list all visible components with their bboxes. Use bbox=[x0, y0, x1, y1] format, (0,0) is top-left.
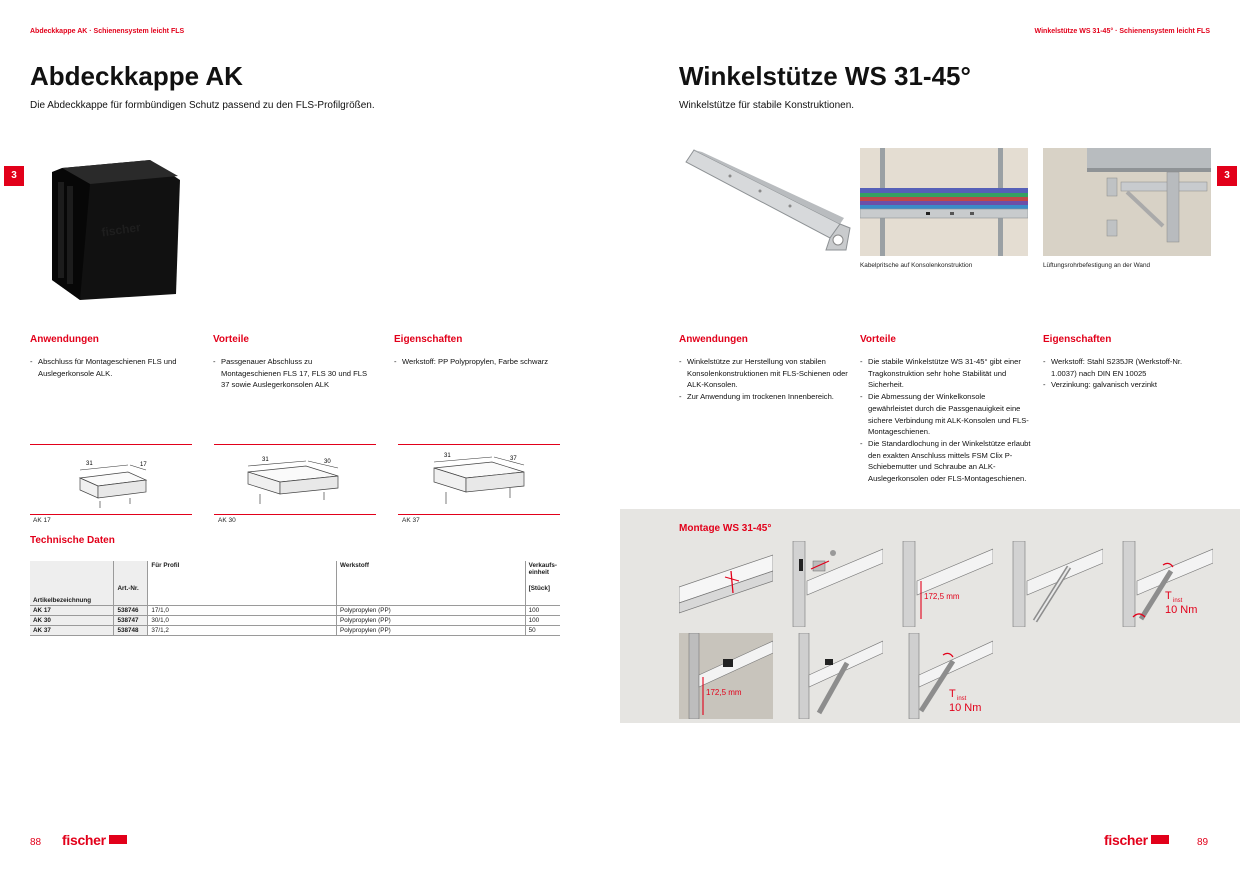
svg-text:T: T bbox=[1165, 590, 1172, 602]
dim-b: 37 bbox=[510, 456, 517, 462]
divider bbox=[214, 444, 376, 445]
page-subtitle: Winkelstütze für stabile Konstruktionen. bbox=[679, 100, 855, 111]
drawing-ak17: 31 17 bbox=[78, 461, 147, 508]
dim-b: 17 bbox=[140, 462, 147, 468]
list-item: Die stabile Winkelstütze WS 31-45° gibt … bbox=[860, 356, 1032, 391]
drawing-label: AK 30 bbox=[218, 517, 236, 524]
dim-b: 30 bbox=[324, 459, 331, 465]
page-subtitle: Die Abdeckkappe für formbündigen Schutz … bbox=[30, 100, 375, 111]
list-eigenschaften: Werkstoff: Stahl S235JR (Werkstoff-Nr. 1… bbox=[1043, 356, 1209, 391]
svg-text:T: T bbox=[949, 688, 956, 700]
drawing-ak30: 31 30 bbox=[247, 457, 339, 504]
svg-text:fischer: fischer bbox=[101, 220, 142, 239]
svg-text:10 Nm: 10 Nm bbox=[1165, 604, 1197, 616]
divider bbox=[398, 514, 560, 515]
svg-text:inst: inst bbox=[957, 696, 967, 702]
montage-step-5: T inst 10 Nm bbox=[1122, 541, 1213, 627]
page-title: Abdeckkappe AK bbox=[30, 61, 243, 91]
montage-panel: Montage WS 31-45° 172,5 mm bbox=[620, 509, 1240, 723]
divider bbox=[214, 514, 376, 515]
list-item: Die Standardlochung in der Winkelstütze … bbox=[860, 438, 1032, 485]
list-anwendungen: Winkelstütze zur Herstellung von stabile… bbox=[679, 356, 853, 403]
dimension-label: 172,5 mm bbox=[924, 592, 960, 601]
col-header-werkstoff: Werkstoff bbox=[336, 561, 526, 577]
fischer-logo: fischer bbox=[1104, 832, 1169, 850]
fish-icon bbox=[108, 835, 127, 844]
list-eigenschaften: Werkstoff: PP Polypropylen, Farbe schwar… bbox=[394, 356, 554, 368]
angle-bracket-photo bbox=[685, 149, 851, 251]
table-row: AK 17 538746 17/1,0 Polypropylen (PP) 10… bbox=[30, 605, 560, 616]
list-item: Zur Anwendung im trockenen Innenbereich. bbox=[679, 391, 853, 403]
montage-step-1 bbox=[679, 554, 773, 614]
list-vorteile: Die stabile Winkelstütze WS 31-45° gibt … bbox=[860, 356, 1032, 485]
heading-vorteile: Vorteile bbox=[213, 334, 249, 345]
drawing-ak37: 31 37 bbox=[433, 453, 525, 504]
col-header-artnr: Art.-Nr. bbox=[113, 577, 148, 593]
list-item: Werkstoff: Stahl S235JR (Werkstoff-Nr. 1… bbox=[1043, 356, 1209, 379]
col-header-profil: Für Profil bbox=[147, 561, 337, 577]
list-anwendungen: Abschluss für Montageschienen FLS und Au… bbox=[30, 356, 200, 379]
svg-text:172,5 mm: 172,5 mm bbox=[706, 688, 742, 697]
col-header-stueck: [Stück] bbox=[524, 577, 560, 593]
page-title: Winkelstütze WS 31-45° bbox=[679, 61, 971, 91]
montage-heading: Montage WS 31-45° bbox=[679, 523, 772, 534]
running-head: Abdeckkappe AK · Schienensystem leicht F… bbox=[30, 28, 185, 35]
tech-data-table: Für Profil Werkstoff Verkaufs-einheit Ar… bbox=[30, 561, 560, 636]
montage-step-4 bbox=[1012, 541, 1103, 627]
heading-anwendungen: Anwendungen bbox=[679, 334, 748, 345]
left-page: Abdeckkappe AK · Schienensystem leicht F… bbox=[0, 0, 620, 876]
heading-vorteile: Vorteile bbox=[860, 334, 896, 345]
photo-caption: Lüftungsrohrbefestigung an der Wand bbox=[1043, 262, 1151, 269]
list-vorteile: Passgenauer Abschluss zu Montageschienen… bbox=[213, 356, 373, 391]
table-row: AK 30 538747 30/1,0 Polypropylen (PP) 10… bbox=[30, 615, 560, 626]
montage-step-6: 172,5 mm bbox=[679, 633, 773, 719]
page-number: 89 bbox=[1197, 837, 1209, 848]
list-item: Werkstoff: PP Polypropylen, Farbe schwar… bbox=[394, 356, 554, 368]
drawing-label: AK 17 bbox=[33, 517, 51, 524]
fischer-logo: fischer bbox=[62, 832, 127, 850]
montage-step-8: T inst 10 Nm bbox=[908, 633, 993, 719]
duct-wall-photo bbox=[1043, 148, 1211, 256]
table-row: AK 37 538748 37/1,2 Polypropylen (PP) 50 bbox=[30, 625, 560, 636]
chapter-tab: 3 bbox=[4, 166, 24, 186]
heading-eigenschaften: Eigenschaften bbox=[1043, 334, 1112, 345]
list-item: Passgenauer Abschluss zu Montageschienen… bbox=[213, 356, 373, 391]
tech-data-heading: Technische Daten bbox=[30, 535, 115, 546]
cable-tray-photo bbox=[860, 148, 1028, 256]
chapter-tab: 3 bbox=[1217, 166, 1237, 186]
montage-step-3: 172,5 mm bbox=[902, 541, 993, 627]
divider bbox=[398, 444, 560, 445]
svg-text:10 Nm: 10 Nm bbox=[949, 702, 981, 714]
col-header-bez: Artikelbezeichnung bbox=[30, 593, 114, 606]
cover-cap-photo: fischer bbox=[52, 160, 180, 300]
montage-step-7 bbox=[798, 633, 883, 719]
table-header-row: Für Profil Werkstoff Verkaufs-einheit bbox=[30, 561, 560, 577]
running-head: Winkelstütze WS 31-45° · Schienensystem … bbox=[1034, 28, 1210, 35]
montage-step-2 bbox=[792, 541, 883, 627]
list-item: Die Abmessung der Winkelkonsole gewährle… bbox=[860, 391, 1032, 438]
dim-a: 31 bbox=[444, 453, 451, 459]
list-item: Verzinkung: galvanisch verzinkt bbox=[1043, 379, 1209, 391]
divider bbox=[30, 514, 192, 515]
heading-anwendungen: Anwendungen bbox=[30, 334, 99, 345]
svg-text:inst: inst bbox=[1173, 598, 1183, 604]
right-page: Winkelstütze WS 31-45° · Schienensystem … bbox=[620, 0, 1240, 876]
list-item: Abschluss für Montageschienen FLS und Au… bbox=[30, 356, 200, 379]
dim-a: 31 bbox=[86, 461, 93, 467]
fish-icon bbox=[1150, 835, 1169, 844]
col-header-ve: Verkaufs-einheit bbox=[524, 561, 560, 577]
page-number: 88 bbox=[30, 837, 42, 848]
heading-eigenschaften: Eigenschaften bbox=[394, 334, 463, 345]
divider bbox=[30, 444, 192, 445]
list-item: Winkelstütze zur Herstellung von stabile… bbox=[679, 356, 853, 391]
drawing-label: AK 37 bbox=[402, 517, 420, 524]
dim-a: 31 bbox=[262, 457, 269, 463]
photo-caption: Kabelpritsche auf Konsolenkonstruktion bbox=[860, 262, 973, 269]
